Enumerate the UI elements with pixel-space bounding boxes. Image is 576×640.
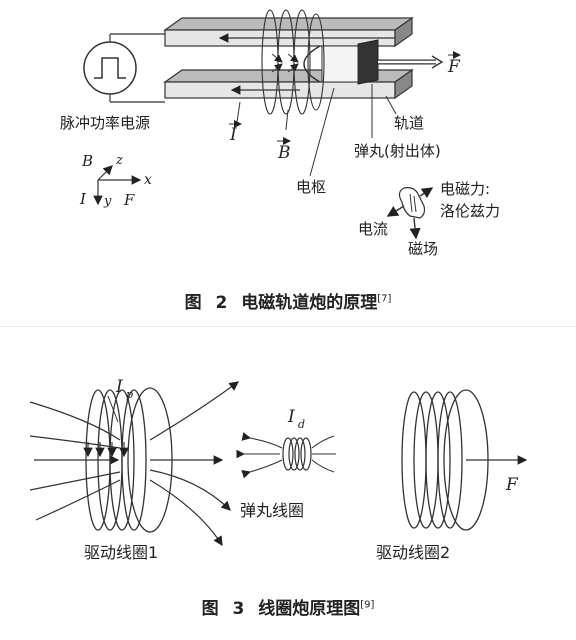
drive-coil-2 bbox=[401, 389, 489, 531]
axis-b-label: B bbox=[81, 152, 93, 170]
drive-coil-1-current-arrows bbox=[83, 442, 129, 458]
id-subscript: d bbox=[298, 418, 305, 431]
caption-ref: [7] bbox=[377, 293, 392, 305]
drive-coil-2-label: 驱动线圈2 bbox=[376, 543, 450, 562]
figure-2-railgun: F 脉冲功率电源 I B 轨道 弹丸(射出体) 电枢 B z x I bbox=[0, 9, 576, 313]
axis-triad: B z x I y F bbox=[79, 152, 152, 209]
id-label: I bbox=[287, 407, 295, 427]
force-label-coil: F bbox=[505, 475, 519, 495]
drive-coil-1-label: 驱动线圈1 bbox=[84, 543, 158, 562]
current-vector-label: I bbox=[229, 125, 237, 145]
figure-divider bbox=[0, 326, 576, 327]
axis-y-label: y bbox=[103, 194, 112, 209]
drive-coil-1 bbox=[85, 387, 173, 533]
field-label: 磁场 bbox=[408, 240, 438, 258]
figure-3-coilgun: I p I d 弹丸线圈 bbox=[0, 330, 576, 640]
power-source-label: 脉冲功率电源 bbox=[60, 114, 150, 132]
armature bbox=[303, 39, 379, 85]
caption-number: 2 bbox=[215, 293, 228, 313]
pulse-power-source bbox=[83, 33, 165, 103]
projectile-label: 弹丸(射出体) bbox=[354, 142, 441, 160]
railgun-diagram: F 脉冲功率电源 I B 轨道 弹丸(射出体) 电枢 B z x I bbox=[60, 9, 500, 258]
field-vector-label: B bbox=[277, 143, 291, 163]
ip-subscript: p bbox=[126, 388, 133, 401]
ip-label: I bbox=[115, 377, 123, 397]
lorentz-label: 洛伦兹力 bbox=[440, 202, 500, 220]
axis-x-label: x bbox=[144, 172, 152, 188]
rail-label: 轨道 bbox=[394, 114, 424, 132]
upper-rail bbox=[163, 16, 414, 48]
caption-prefix: 图 bbox=[201, 599, 219, 619]
armature-label: 电枢 bbox=[296, 178, 326, 196]
em-force-label: 电磁力: bbox=[440, 180, 490, 198]
coilgun-diagram: I p I d 弹丸线圈 bbox=[29, 377, 528, 562]
caption-title: 线圈炮原理图 bbox=[258, 599, 361, 619]
axis-f-label: F bbox=[123, 191, 135, 209]
caption-title: 电磁轨道炮的原理 bbox=[241, 293, 378, 313]
force-label: F bbox=[447, 57, 461, 77]
leader-lines bbox=[236, 84, 397, 177]
caption-ref: [9] bbox=[360, 599, 375, 611]
figure-2-caption: 图 2 电磁轨道炮的原理[7] bbox=[0, 288, 576, 313]
right-hand-icon bbox=[386, 187, 434, 240]
projectile-coil-label: 弹丸线圈 bbox=[240, 501, 304, 520]
current-label: 电流 bbox=[358, 220, 388, 238]
caption-prefix: 图 bbox=[184, 293, 202, 313]
projectile-coil bbox=[236, 432, 336, 479]
axis-i-label: I bbox=[79, 190, 87, 208]
axis-z-label: z bbox=[115, 153, 123, 168]
figure-3-caption: 图 3 线圈炮原理图[9] bbox=[0, 594, 576, 619]
caption-number: 3 bbox=[232, 599, 245, 619]
force-arrow: F bbox=[378, 51, 461, 77]
field-arrows bbox=[271, 53, 299, 73]
